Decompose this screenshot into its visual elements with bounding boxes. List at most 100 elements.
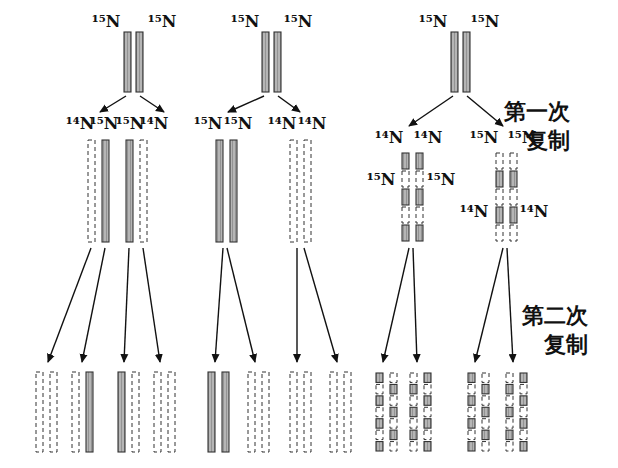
arrow: [140, 96, 164, 112]
isotope-label: ¹⁵N: [224, 115, 253, 133]
heavy-strand: [86, 372, 93, 452]
heavy-strand: [424, 419, 431, 428]
isotope-label: ¹⁵N: [92, 13, 121, 31]
light-strand: [168, 372, 175, 452]
light-strand: [290, 372, 297, 452]
light-strand: [506, 396, 513, 405]
isotope-label: ¹⁵N: [367, 171, 396, 189]
heavy-strand: [230, 140, 237, 242]
light-strand: [376, 430, 383, 439]
isotope-label: ¹⁵N: [470, 129, 499, 147]
heavy-strand: [451, 32, 458, 92]
light-strand: [402, 207, 409, 223]
isotope-label: ¹⁵N: [90, 115, 119, 133]
heavy-strand: [510, 171, 517, 187]
light-strand: [482, 419, 489, 428]
light-strand: [468, 384, 475, 393]
light-strand: [424, 430, 431, 439]
light-strand: [248, 372, 255, 452]
heavy-strand: [416, 153, 423, 169]
heavy-strand: [390, 384, 397, 393]
heavy-strand: [468, 373, 475, 382]
arrow: [228, 96, 264, 112]
heavy-strand: [424, 396, 431, 405]
light-strand: [410, 373, 417, 382]
light-strand: [506, 419, 513, 428]
light-strand: [304, 372, 311, 452]
arrow: [82, 248, 105, 362]
heavy-strand: [390, 407, 397, 416]
isotope-label: ¹⁵N: [419, 13, 448, 31]
arrow: [507, 248, 513, 362]
light-strand: [154, 372, 161, 452]
arrow: [467, 96, 503, 126]
heavy-strand: [482, 384, 489, 393]
light-strand: [482, 396, 489, 405]
light-strand: [424, 384, 431, 393]
arrow: [475, 248, 503, 362]
arrow: [48, 248, 91, 362]
heavy-strand: [102, 140, 109, 242]
light-strand: [390, 442, 397, 451]
arrow: [296, 248, 297, 362]
isotope-label: ¹⁴N: [298, 115, 327, 133]
light-strand: [262, 372, 269, 452]
heavy-strand: [424, 373, 431, 382]
heavy-strand: [506, 384, 513, 393]
light-strand: [132, 372, 139, 452]
arrow: [215, 248, 223, 362]
arrow: [124, 248, 129, 362]
isotope-label: ¹⁴N: [414, 129, 443, 147]
light-strand: [330, 372, 337, 452]
heavy-strand: [222, 372, 229, 452]
arrow: [409, 96, 453, 126]
light-strand: [424, 407, 431, 416]
light-strand: [520, 430, 527, 439]
heavy-strand: [216, 140, 223, 242]
light-strand: [482, 373, 489, 382]
light-strand: [410, 419, 417, 428]
light-strand: [496, 189, 503, 205]
light-strand: [520, 384, 527, 393]
heavy-strand: [506, 430, 513, 439]
light-strand: [482, 442, 489, 451]
heavy-strand: [262, 32, 269, 92]
heavy-strand: [402, 189, 409, 205]
heavy-strand: [390, 430, 397, 439]
light-strand: [140, 140, 147, 242]
heavy-strand: [410, 407, 417, 416]
heavy-strand: [274, 32, 281, 92]
light-strand: [390, 373, 397, 382]
light-strand: [304, 140, 311, 242]
light-strand: [468, 407, 475, 416]
heavy-strand: [520, 396, 527, 405]
heavy-strand: [482, 430, 489, 439]
heavy-strand: [520, 442, 527, 451]
light-strand: [390, 419, 397, 428]
isotope-label: ¹⁵N: [148, 13, 177, 31]
heavy-strand: [410, 430, 417, 439]
light-strand: [88, 140, 95, 242]
heavy-strand: [496, 171, 503, 187]
heavy-strand: [468, 419, 475, 428]
light-strand: [290, 140, 297, 242]
light-strand: [344, 372, 351, 452]
heavy-strand: [520, 373, 527, 382]
isotope-label: ¹⁵N: [231, 13, 260, 31]
isotope-label: ¹⁴N: [268, 115, 297, 133]
isotope-label: ¹⁴N: [140, 115, 169, 133]
heavy-strand: [468, 396, 475, 405]
heavy-strand: [402, 153, 409, 169]
step-label: 第二次 复制: [506, 302, 588, 359]
heavy-strand: [463, 32, 470, 92]
light-strand: [496, 153, 503, 169]
heavy-strand: [208, 372, 215, 452]
isotope-label: ¹⁴N: [460, 203, 489, 221]
arrow: [304, 248, 337, 362]
heavy-strand: [376, 373, 383, 382]
light-strand: [402, 171, 409, 187]
isotope-label: ¹⁴N: [520, 203, 549, 221]
light-strand: [510, 153, 517, 169]
heavy-strand: [416, 189, 423, 205]
